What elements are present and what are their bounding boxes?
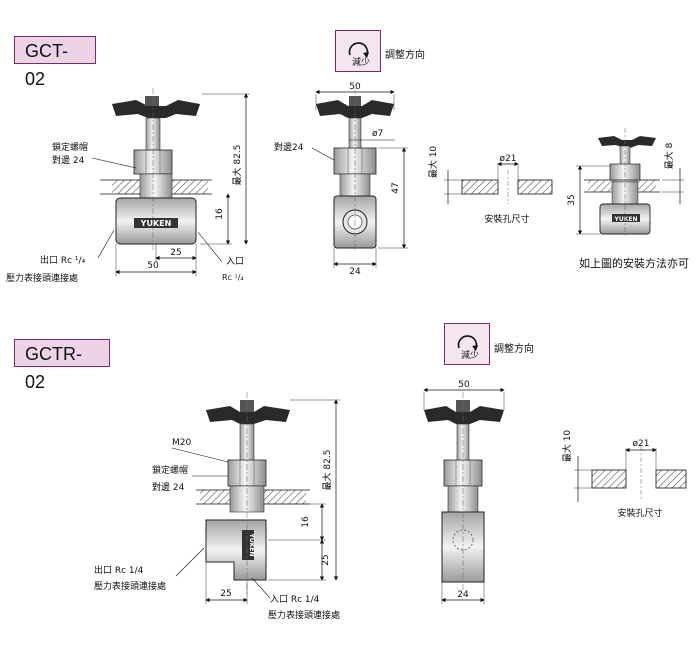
- gct02-dim-half: 25: [170, 248, 181, 258]
- gctr02-front-view: YUKEN M20 鎖定螺帽 對邊 24 最大 82.5 16 25 25 出口…: [94, 392, 340, 621]
- gctr02-dim-25h: 25: [220, 589, 231, 599]
- gct02-dim-max: 最大 82.5: [231, 145, 243, 186]
- gct02-side-dim-stem: ø7: [372, 129, 383, 139]
- gct02-lock-nut-label: 鎖定螺帽: [52, 141, 88, 153]
- gct02-side-dim-top: 50: [349, 82, 361, 92]
- gct02-alt-mount: YUKEN 最大 8 35 如上圖的安裝方法亦可: [567, 128, 689, 270]
- gctr02-inlet-gauge-label: 壓力表接頭連接處: [268, 609, 340, 621]
- gctr02-mount-caption: 安裝孔尺寸: [617, 507, 662, 519]
- gct02-side-view: 50 ø7 對邊24 47 24: [274, 82, 408, 277]
- gctr02-thread-label: M20: [172, 438, 191, 448]
- gct02-inlet-thread-label: Rc ¹/₄: [222, 273, 244, 282]
- gct02-dim-width: 50: [147, 261, 159, 271]
- gct02-dim-height: 16: [215, 208, 225, 220]
- gctr02-dim-16: 16: [301, 516, 311, 528]
- gctr02-side-view: 50 24: [423, 380, 505, 604]
- gct02-across-flats-label: 對邊 24: [52, 154, 85, 166]
- gct02-mount-caption: 安裝孔尺寸: [484, 213, 529, 225]
- gctr02-side-dim-top: 50: [458, 380, 470, 390]
- gct02-outlet-label: 出口 Rc ¹/₄: [40, 254, 86, 266]
- gctr02-side-dim-width: 24: [457, 590, 469, 600]
- gct02-alt-dim-height: 35: [567, 194, 577, 205]
- model-tag-gct02: GCT-02: [14, 36, 96, 89]
- gctr02-lock-nut-label: 鎖定螺帽: [152, 464, 188, 476]
- gct02-mount-max: 最大 10: [427, 146, 439, 179]
- gct02-alt-brand: YUKEN: [614, 216, 638, 223]
- gctr02-mount-max: 最大 10: [561, 430, 573, 463]
- gct02-brand-label: YUKEN: [140, 219, 172, 228]
- gctr02-dim-max: 最大 82.5: [321, 450, 333, 491]
- gctr02-inlet-label: 入口 Rc 1/4: [270, 594, 320, 605]
- gct02-side-across-flats: 對邊24: [274, 141, 304, 153]
- gct02-side-dim-width: 24: [349, 267, 361, 277]
- adjust-direction-box: 減少: [335, 30, 381, 72]
- adjust-direction-text-2: 調整方向: [494, 344, 534, 355]
- gctr02-outlet-gauge-label: 壓力表接頭連接處: [94, 580, 166, 592]
- adjust-decrease-label-2: 減少: [461, 351, 480, 361]
- gctr02-across-flats-label: 對邊 24: [152, 481, 185, 493]
- adjust-direction-box-2: 減少: [444, 323, 490, 365]
- rotate-arrow-icon: [457, 335, 478, 351]
- gctr02-outlet-label: 出口 Rc 1/4: [94, 564, 144, 576]
- adjust-decrease-label: 減少: [352, 58, 371, 68]
- gct02-inlet-label: 入口: [226, 256, 244, 267]
- gct02-mount-hole: ø21 最大 10 安裝孔尺寸: [427, 146, 553, 225]
- gct02-gauge-connection-label: 壓力表接頭連接處: [6, 272, 78, 284]
- gctr02-brand: YUKEN: [248, 533, 255, 557]
- model-tag-gctr02: GCTR-02: [14, 339, 110, 392]
- gct02-alt-caption: 如上圖的安裝方法亦可: [579, 256, 689, 270]
- gctr02-dim-25v: 25: [321, 554, 331, 565]
- gctr02-mount-hole: ø21 最大 10 安裝孔尺寸: [561, 430, 687, 519]
- gct02-alt-max: 最大 8: [663, 142, 675, 169]
- rotate-arrow-icon: [348, 42, 369, 58]
- gct02-front-view: YUKEN 最大 82.5 16 50 25 鎖定螺帽 對邊 24 出口 Rc …: [6, 88, 250, 284]
- gctr02-mount-hole-dim: ø21: [633, 439, 650, 449]
- gct02-mount-hole-dim: ø21: [500, 154, 517, 164]
- gct02-side-dim-height: 47: [391, 182, 401, 193]
- adjust-direction-text: 調整方向: [385, 50, 425, 61]
